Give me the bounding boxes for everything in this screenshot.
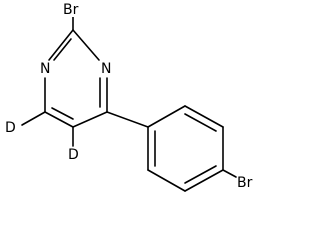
- pyrimidine-ring: [44, 29, 108, 128]
- bond-ph-4-5-double: [184, 165, 217, 184]
- bond-ph-5-6: [147, 169, 186, 192]
- substituent-bonds: [21, 14, 149, 147]
- bond-c6-c5: [44, 111, 74, 128]
- atom-label-n-left: N: [40, 61, 50, 77]
- bond-c4-phenyl: [106, 111, 149, 128]
- atom-labels: Br N N D D Br: [5, 2, 253, 191]
- bond-c6-c5-double: [51, 107, 74, 120]
- bond-ph-2-3: [184, 105, 224, 128]
- atom-label-d-lower: D: [68, 147, 79, 163]
- bond-ph-4-5: [184, 169, 224, 192]
- atom-label-br-right: Br: [237, 175, 253, 191]
- bond-c6-d: [21, 111, 46, 126]
- atom-label-br-top: Br: [63, 2, 79, 18]
- bond-c2-n1-double: [53, 38, 72, 61]
- phenyl-ring: [147, 105, 237, 192]
- bond-ph-2-3-double: [184, 113, 217, 132]
- bond-ph-br: [222, 169, 237, 178]
- atom-label-n-right: N: [101, 61, 111, 77]
- bond-c5-c4: [72, 111, 108, 128]
- bond-ph-1-2: [147, 105, 186, 128]
- chemical-structure-diagram: Br N N D D Br: [5, 2, 253, 192]
- bond-c2-n1: [48, 29, 74, 61]
- bond-c2-n3: [72, 29, 100, 61]
- atom-label-d-upper: D: [5, 120, 16, 136]
